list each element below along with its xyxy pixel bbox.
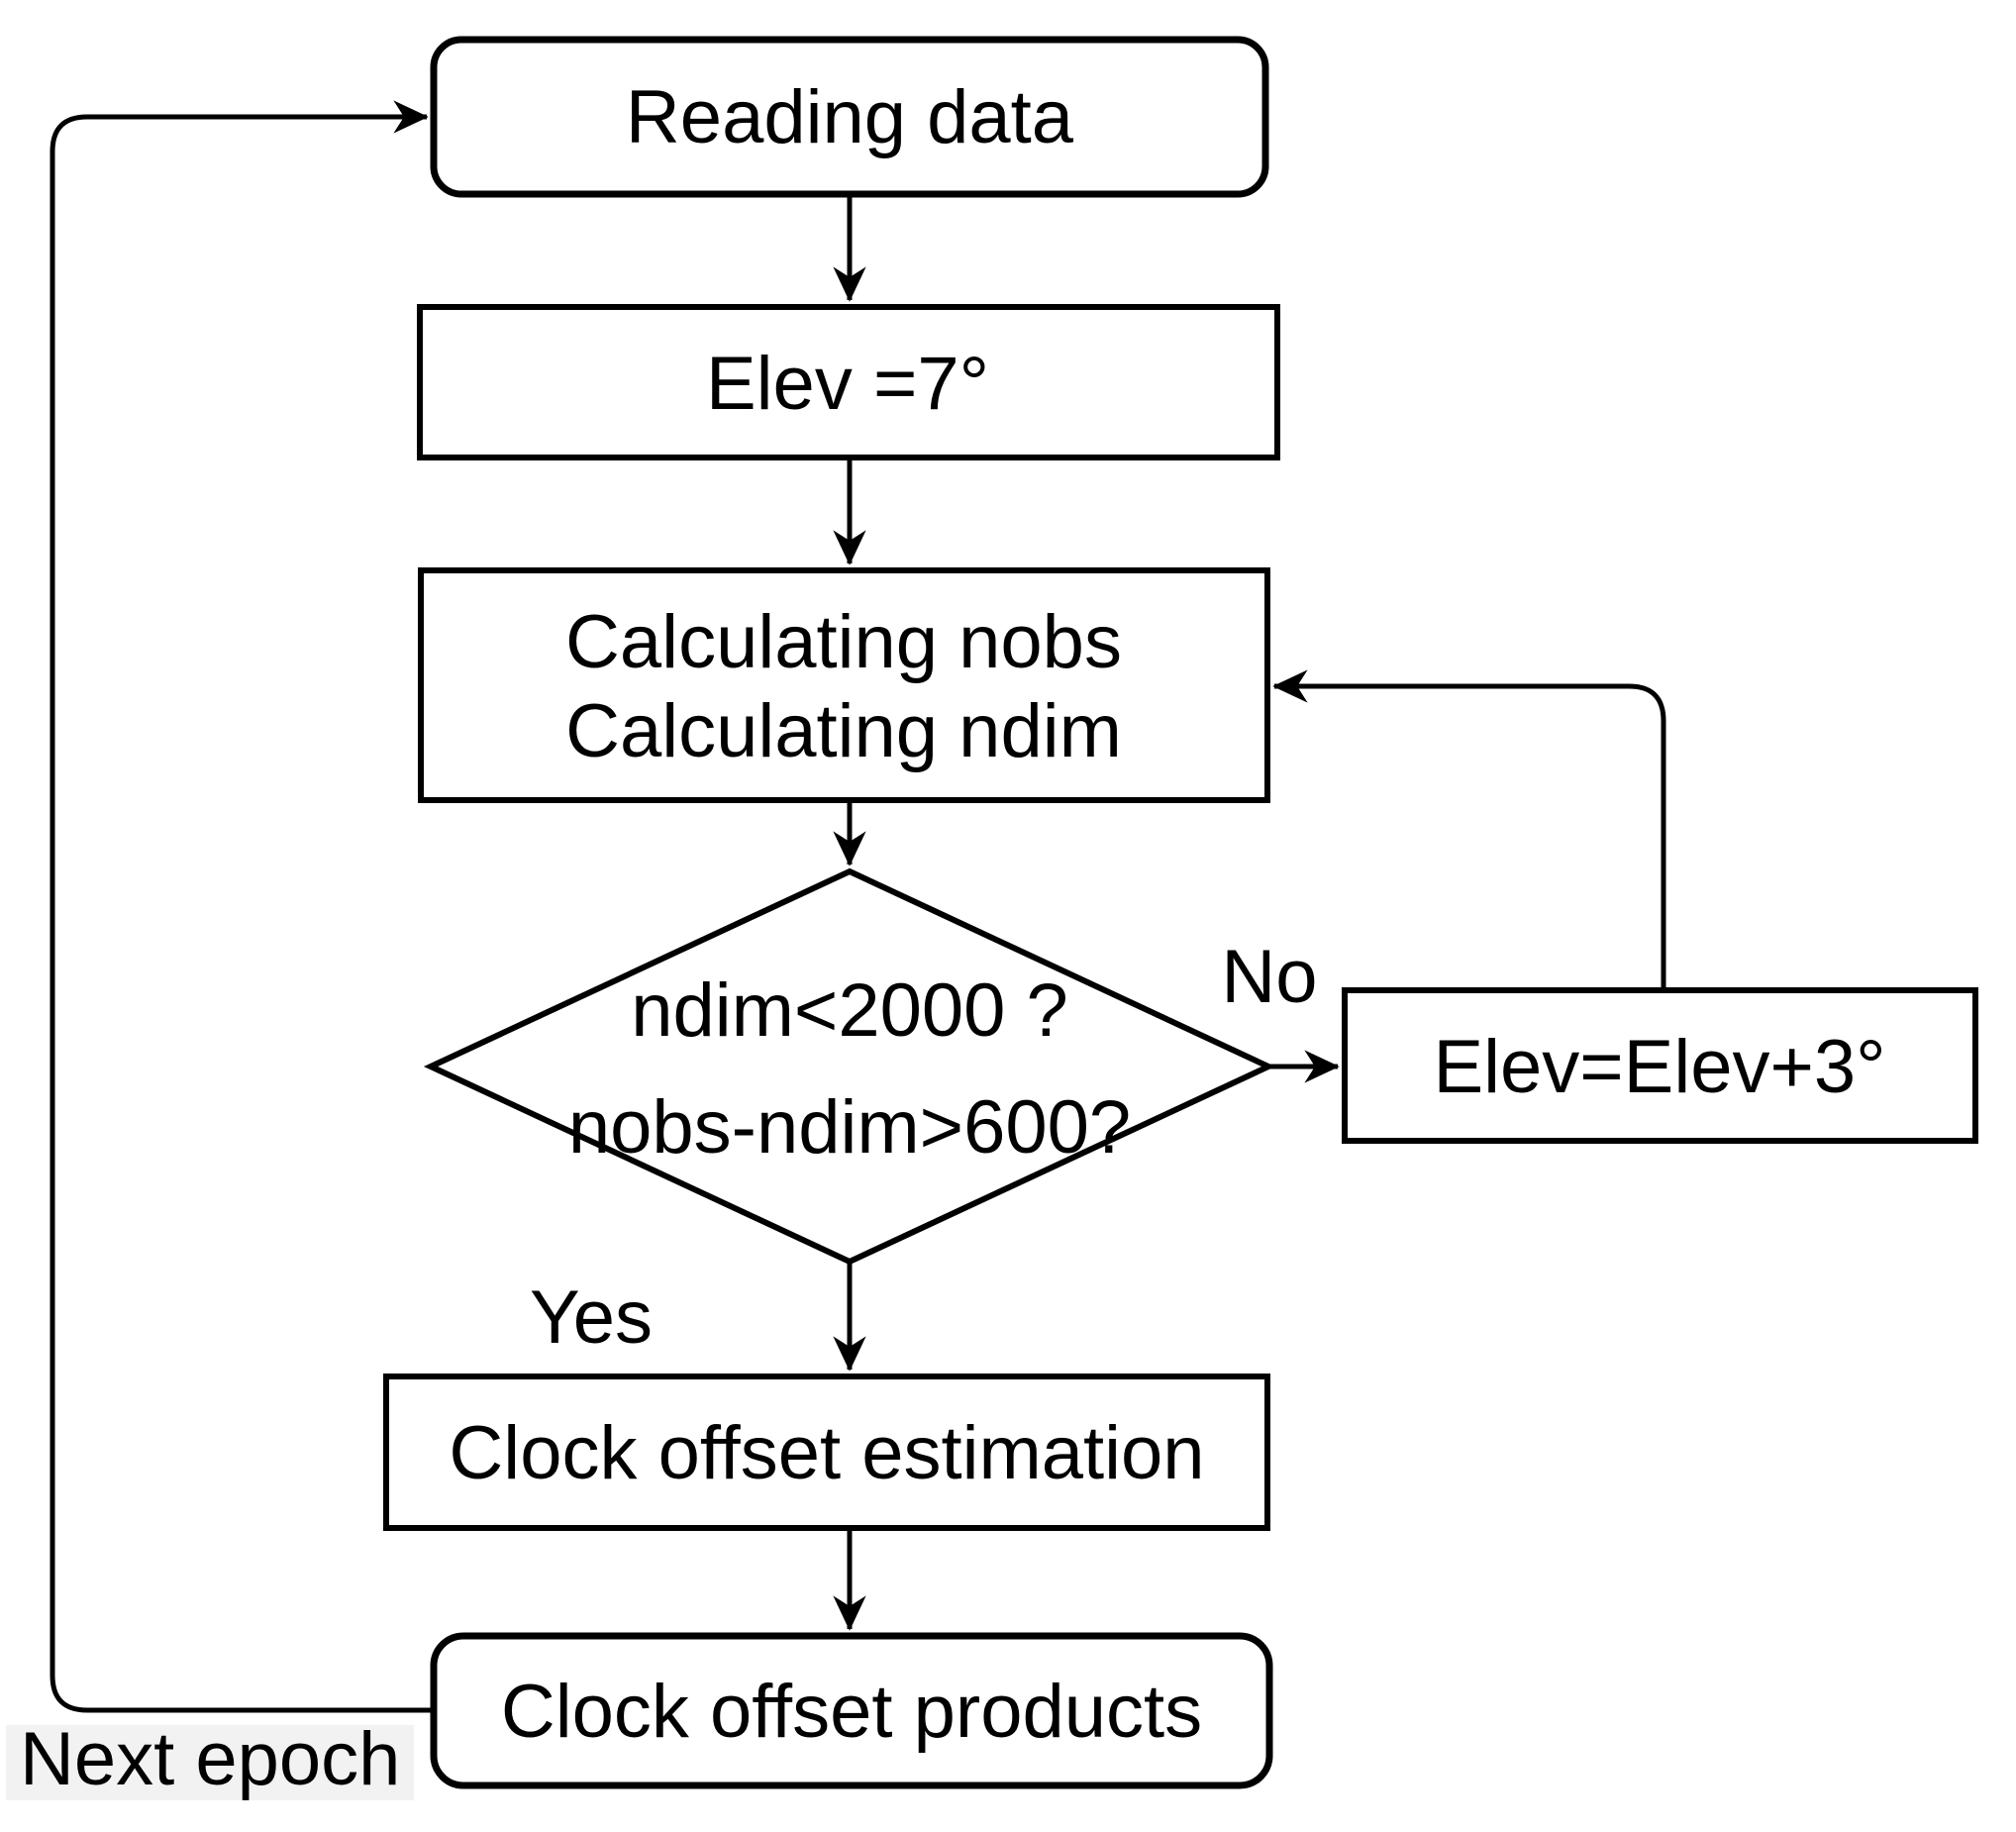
node-clock-offset-estimation-shape [383, 1374, 1270, 1531]
label-yes: Yes [530, 1275, 653, 1360]
node-calculating-line2: Calculating ndim [565, 689, 1122, 773]
node-decision-shape [423, 867, 1276, 1266]
node-elev-init-label: Elev =7° [706, 342, 989, 426]
node-elev-increment-shape [1342, 987, 1978, 1144]
connectors [50, 100, 1666, 1713]
label-no: No [1221, 935, 1317, 1019]
edge-elev-increment-feedback-to-calculating [1272, 669, 1666, 990]
node-clock-offset-estimation: Clock offset estimation [383, 1374, 1270, 1531]
node-calculating: Calculating nobs Calculating ndim [418, 567, 1270, 803]
node-reading-data: Reading data [430, 36, 1269, 198]
node-decision: ndim<2000 ? nobs-ndim>600? [423, 867, 1276, 1266]
node-elev-increment: Elev=Elev+3° [1342, 987, 1978, 1144]
node-clock-offset-estimation-label: Clock offset estimation [449, 1411, 1204, 1495]
node-decision-line2: nobs-ndim>600? [568, 1085, 1131, 1170]
node-elev-increment-label: Elev=Elev+3° [1433, 1025, 1885, 1109]
node-elev-init: Elev =7° [417, 304, 1280, 460]
node-reading-data-label: Reading data [626, 75, 1074, 159]
node-elev-init-shape [417, 304, 1280, 460]
node-calculating-line1: Calculating nobs [565, 600, 1122, 684]
node-reading-data-shape [430, 36, 1269, 198]
node-clock-offset-products-label: Clock offset products [501, 1670, 1202, 1754]
label-next-epoch: Next epoch [20, 1717, 400, 1801]
node-decision-line1: ndim<2000 ? [631, 968, 1068, 1053]
node-clock-offset-products: Clock offset products [430, 1632, 1273, 1789]
edge-next-epoch-loop [50, 100, 434, 1713]
edge-labels: No Yes Next epoch [6, 935, 1318, 1801]
node-clock-offset-products-shape [430, 1632, 1273, 1789]
label-next-epoch-highlight [6, 1725, 414, 1800]
node-calculating-shape [418, 567, 1270, 803]
